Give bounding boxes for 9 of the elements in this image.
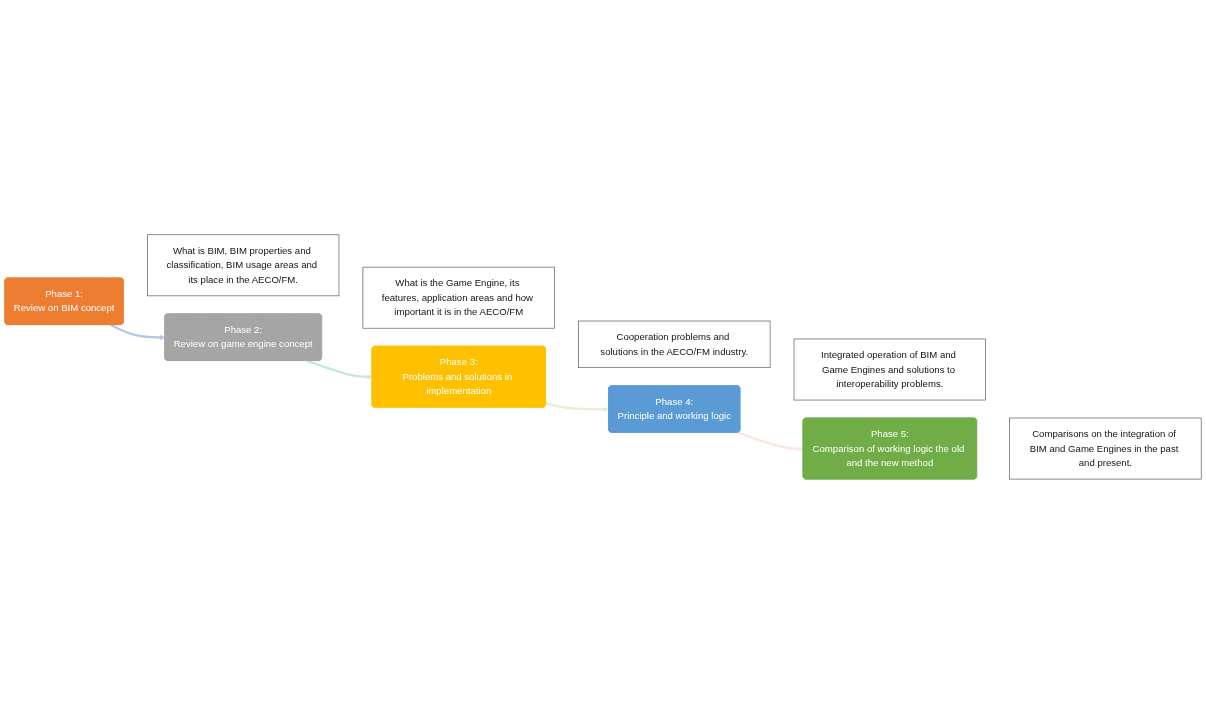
node-box: What is BIM, BIM properties and classification, BIM usage areas and its place in the AECO/FM. bbox=[147, 234, 340, 296]
node-box: Comparisons on the integration of BIM and Game Engines in the past and present. bbox=[1009, 417, 1202, 479]
node-box: Cooperation problems and solutions in the AECO/FM industry. bbox=[578, 320, 771, 368]
node-box: Integrated operation of BIM and Game Engines and solutions to interoperability problems. bbox=[793, 338, 986, 400]
arrow bbox=[110, 323, 166, 340]
node-box: What is the Game Engine, its features, application areas and how important it is in the AECO/FM bbox=[362, 266, 555, 329]
arrow bbox=[737, 431, 804, 451]
arrow bbox=[545, 401, 610, 412]
arrow bbox=[306, 359, 373, 380]
